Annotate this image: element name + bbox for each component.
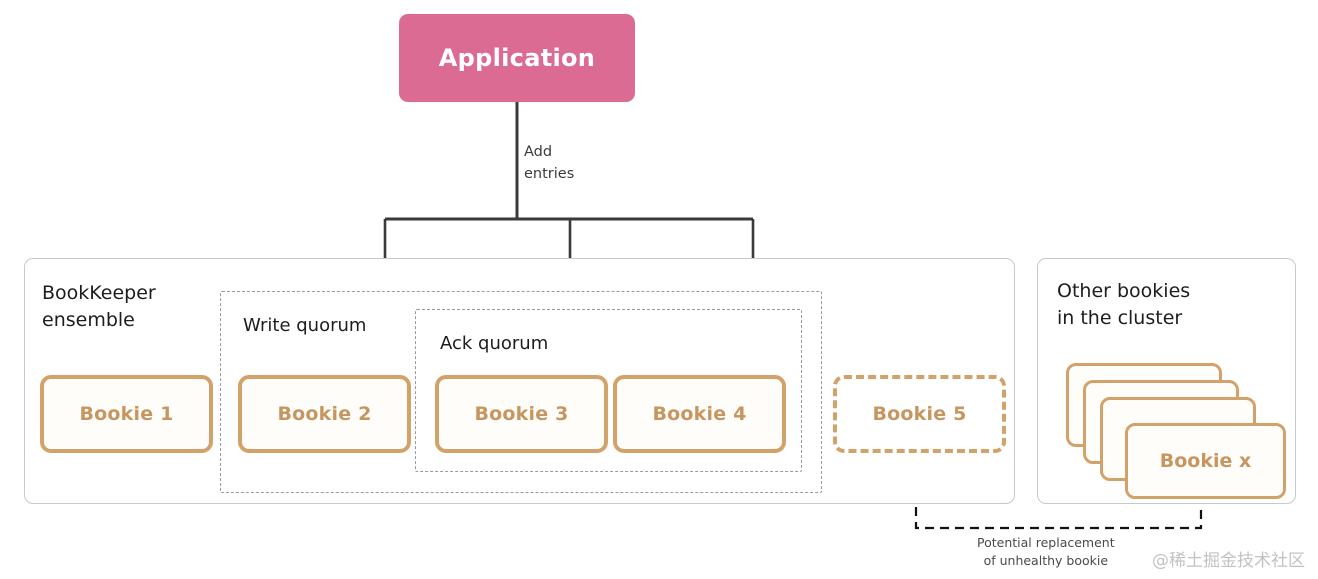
bookie-label-1: Bookie 1 — [79, 403, 174, 425]
bookie-node-2[interactable]: Bookie 2 — [238, 375, 411, 453]
other-bookies-title: Other bookies in the cluster — [1057, 280, 1191, 329]
bookie-label-4: Bookie 4 — [652, 403, 747, 425]
watermark: @稀土掘金技术社区 — [1152, 551, 1305, 571]
ack-quorum-title: Ack quorum — [440, 333, 549, 354]
bookkeeper-ensemble-title: BookKeeper ensemble — [42, 282, 156, 331]
ack-quorum-group — [415, 309, 802, 472]
bookie-stack-card-front[interactable]: Bookie x — [1125, 423, 1286, 499]
application-node[interactable]: Application — [399, 14, 635, 102]
application-label: Application — [438, 44, 596, 72]
replacement-caption: Potential replacement of unhealthy booki… — [977, 535, 1115, 569]
add-entries-edge-label: Add entries — [524, 144, 575, 183]
bookie-label-3: Bookie 3 — [474, 403, 569, 425]
bookie-node-4[interactable]: Bookie 4 — [613, 375, 786, 453]
bookie-label-5: Bookie 5 — [872, 403, 967, 425]
bookie-node-1[interactable]: Bookie 1 — [40, 375, 213, 453]
bookie-node-3[interactable]: Bookie 3 — [435, 375, 608, 453]
bookie-x-label: Bookie x — [1159, 450, 1252, 472]
bookie-label-2: Bookie 2 — [277, 403, 372, 425]
write-quorum-group — [220, 291, 822, 493]
write-quorum-title: Write quorum — [243, 315, 367, 336]
bookie-node-5-placeholder[interactable]: Bookie 5 — [833, 375, 1006, 453]
